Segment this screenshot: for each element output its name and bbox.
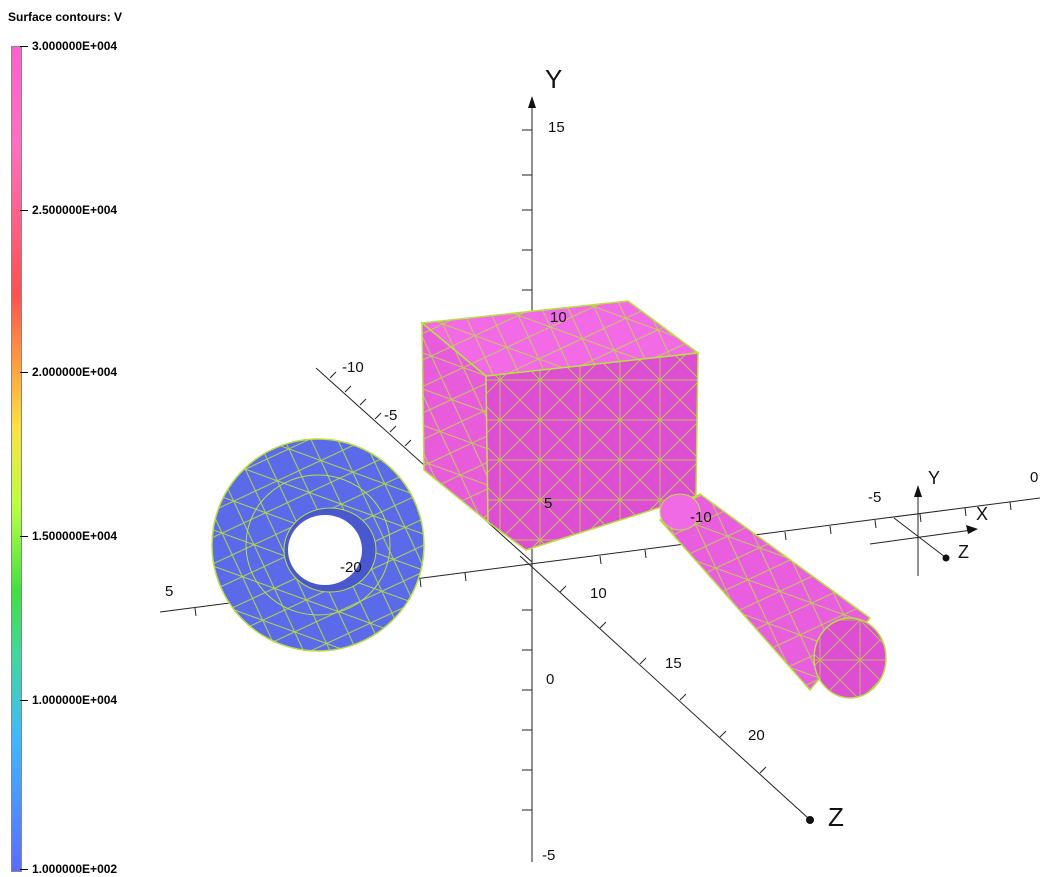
z-axis: [519, 555, 814, 824]
colorbar-label: 1.000000E+004: [32, 693, 118, 707]
back-tick-label: -5: [384, 407, 397, 424]
colorbar-label: 1.500000E+004: [32, 529, 118, 543]
y-tick-label: 5: [544, 495, 552, 512]
colorbar-tick: [20, 210, 28, 211]
triad-z-label: Z: [958, 542, 969, 562]
x-tick-label: -20: [340, 559, 362, 576]
y-tick-label: 15: [548, 119, 565, 136]
colorbar-tick: [20, 869, 28, 870]
colorbar: [11, 46, 22, 872]
z-axis-name: Z: [828, 802, 844, 832]
triad-tick-left: -5: [868, 489, 881, 506]
cylinder-mesh[interactable]: [658, 493, 887, 699]
y-tick-label: -5: [542, 847, 555, 864]
colorbar-label: 2.000000E+004: [32, 365, 118, 379]
colorbar-tick: [20, 46, 28, 47]
colorbar-label-max: 3.000000E+004: [32, 39, 118, 53]
y-axis-name: Y: [545, 64, 562, 94]
orientation-triad: [869, 485, 978, 576]
triad-tick-right: 0: [1030, 469, 1038, 486]
colorbar-label: 2.500000E+004: [32, 203, 118, 217]
z-tick-label: 20: [748, 727, 765, 744]
colorbar-tick: [20, 372, 28, 373]
box-mesh[interactable]: [420, 300, 700, 551]
torus-mesh[interactable]: [211, 438, 425, 652]
colorbar-label-min: 1.000000E+002: [32, 862, 118, 876]
z-tick-label: 15: [665, 655, 682, 672]
y-tick-label: 10: [550, 309, 567, 326]
y-tick-label: 0: [546, 671, 554, 688]
colorbar-tick: [20, 700, 28, 701]
legend-title: Surface contours: V: [8, 10, 123, 24]
triad-x-label: X: [976, 504, 988, 524]
back-tick-label: -10: [342, 359, 364, 376]
z-tick-label: 10: [590, 585, 607, 602]
colorbar-tick: [20, 536, 28, 537]
x-tick-label: -10: [690, 509, 712, 526]
x-tick-label: 5: [165, 583, 173, 600]
triad-y-label: Y: [928, 468, 940, 488]
